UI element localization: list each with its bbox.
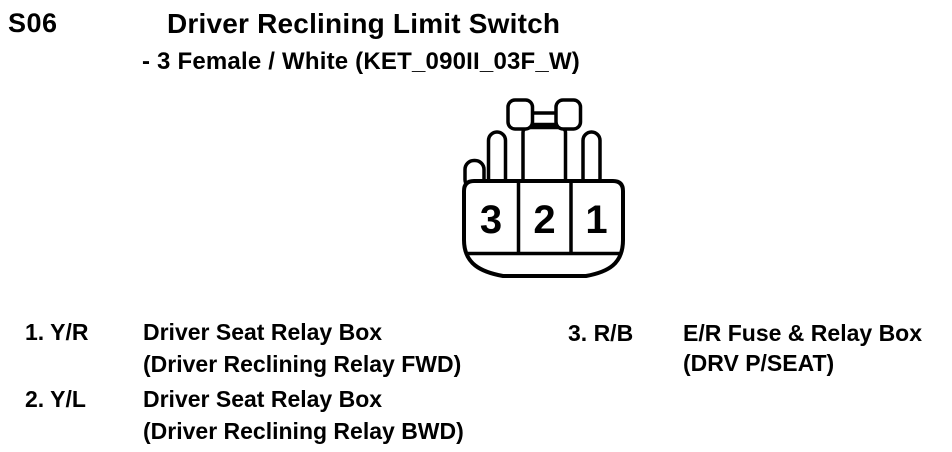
pin-2-label: 2. Y/L	[25, 386, 86, 412]
pin-2-destination: Driver Seat Relay Box (Driver Reclining …	[143, 383, 464, 447]
pin-1-destination-name: Driver Seat Relay Box	[143, 319, 383, 345]
connector-subtitle: - 3 Female / White (KET_090II_03F_W)	[142, 48, 580, 75]
pin-1-destination-detail: (Driver Reclining Relay FWD)	[143, 351, 462, 377]
pin-3-destination-name: E/R Fuse & Relay Box	[683, 320, 923, 346]
connector-lock-knob-left	[506, 98, 535, 131]
connector-cavity-3: 3	[480, 198, 502, 242]
connector-lock-knob-right	[554, 98, 583, 131]
connector-prong-right	[581, 130, 602, 189]
pin-3-destination-detail: (DRV P/SEAT)	[683, 350, 835, 376]
connector-cavity-2: 2	[533, 198, 555, 242]
page-title: Driver Reclining Limit Switch	[167, 8, 561, 39]
pin-3-label: 3. R/B	[568, 320, 634, 346]
pin-2-destination-name: Driver Seat Relay Box	[143, 386, 383, 412]
connector-cavity-1: 1	[585, 198, 607, 242]
connector-id: S06	[8, 8, 58, 38]
connector-latch-tower	[521, 125, 568, 190]
connector-diagram: 3 2 1	[462, 98, 625, 278]
pin-1-destination: Driver Seat Relay Box (Driver Reclining …	[143, 316, 461, 380]
connector-prong-left	[486, 130, 508, 189]
pin-2-destination-detail: (Driver Reclining Relay BWD)	[143, 418, 464, 444]
pin-3-destination: E/R Fuse & Relay Box (DRV P/SEAT)	[683, 318, 922, 378]
pin-1-label: 1. Y/R	[25, 319, 89, 345]
